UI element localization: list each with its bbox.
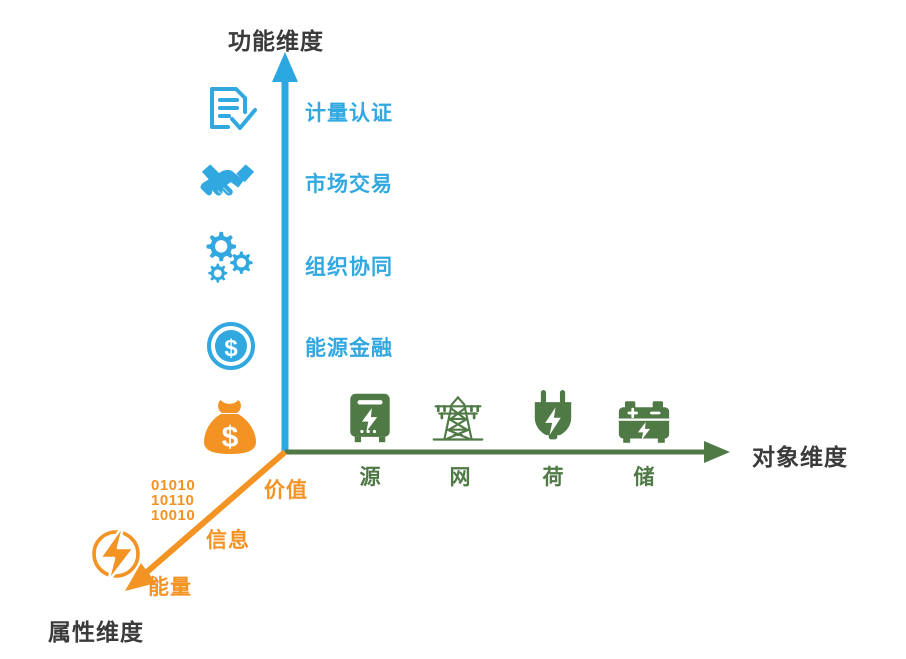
svg-text:$: $ <box>222 421 239 454</box>
transmission-tower-icon <box>432 395 484 441</box>
attribute-icon-money-bag: $ <box>200 398 262 456</box>
object-label-1: 网 <box>449 466 471 489</box>
function-label-2: 组织协同 <box>305 256 393 279</box>
svg-text:$: $ <box>224 335 238 362</box>
object-icon-battery <box>618 396 670 448</box>
document-check-icon <box>210 87 257 130</box>
power-plug-icon <box>534 390 572 440</box>
binary-line-0: 01010 <box>151 477 196 494</box>
binary-line-1: 10110 <box>151 492 195 509</box>
function-label-3: 能源金融 <box>305 337 393 360</box>
attribute-label-energy: 能量 <box>148 576 192 599</box>
attribute-label-value: 价值 <box>264 479 308 502</box>
horizontal-axis-title: 对象维度 <box>752 444 848 470</box>
attribute-icon-lightning <box>88 522 148 584</box>
object-label-2: 荷 <box>542 466 564 489</box>
function-icon-dollar-coin: $ <box>203 318 259 374</box>
generator-icon <box>350 393 390 443</box>
dollar-coin-icon: $ <box>207 322 255 370</box>
horizontal-axis-green <box>285 441 730 463</box>
function-label-0: 计量认证 <box>305 102 393 125</box>
diagonal-axis-title: 属性维度 <box>48 619 144 645</box>
function-label-1: 市场交易 <box>305 173 393 196</box>
function-icon-gears <box>200 230 256 286</box>
vertical-axis-title: 功能维度 <box>228 28 324 54</box>
lightning-bolt-icon <box>92 522 140 584</box>
function-icon-handshake <box>200 155 256 211</box>
binary-line-2: 10010 <box>151 507 196 524</box>
handshake-icon <box>200 164 255 197</box>
money-bag-icon: $ <box>204 400 256 454</box>
object-label-3: 储 <box>633 466 655 489</box>
vertical-axis-blue <box>272 52 298 452</box>
function-icon-document-check <box>203 83 259 139</box>
gears-icon <box>206 231 253 283</box>
object-icon-tower <box>432 392 484 444</box>
diagonal-axis-orange <box>125 449 287 591</box>
attribute-label-information: 信息 <box>206 529 250 552</box>
object-label-0: 源 <box>359 466 381 489</box>
object-icon-generator <box>344 392 396 444</box>
object-icon-plug <box>527 390 579 442</box>
battery-icon <box>618 401 670 443</box>
